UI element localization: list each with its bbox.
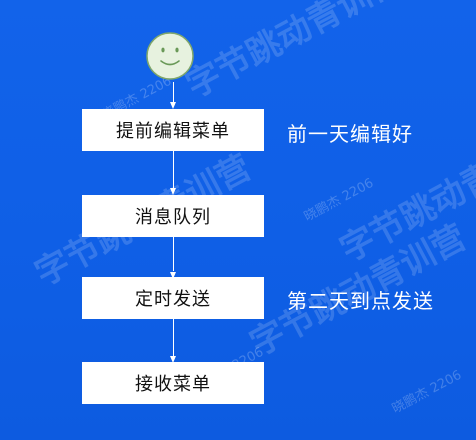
note-edit-previous-day: 前一天编辑好 xyxy=(287,122,413,146)
connector-step-2-to-step-3 xyxy=(173,237,174,271)
arrowhead-step-3 xyxy=(170,272,176,279)
arrowhead-step-4 xyxy=(170,356,176,363)
watermark-id-4: 晓鹏杰 2206 xyxy=(389,367,465,417)
step-edit-menu: 提前编辑菜单 xyxy=(82,109,264,151)
step-message-queue: 消息队列 xyxy=(82,195,264,237)
watermark-id-2: 晓鹏杰 2206 xyxy=(301,175,377,225)
arrowhead-step-2 xyxy=(170,188,176,195)
watermark-org-1: 字节跳动青训营 xyxy=(179,0,409,107)
arrowhead-step-1 xyxy=(170,102,176,109)
step-scheduled-send: 定时发送 xyxy=(82,277,264,319)
connector-step-1-to-step-2 xyxy=(173,151,174,188)
connector-start-to-step-1 xyxy=(173,82,174,104)
step-receive-menu: 接收菜单 xyxy=(82,362,264,404)
smiley-face-icon xyxy=(146,32,194,80)
connector-step-3-to-step-4 xyxy=(173,319,174,356)
note-send-next-day: 第二天到点发送 xyxy=(287,289,434,313)
